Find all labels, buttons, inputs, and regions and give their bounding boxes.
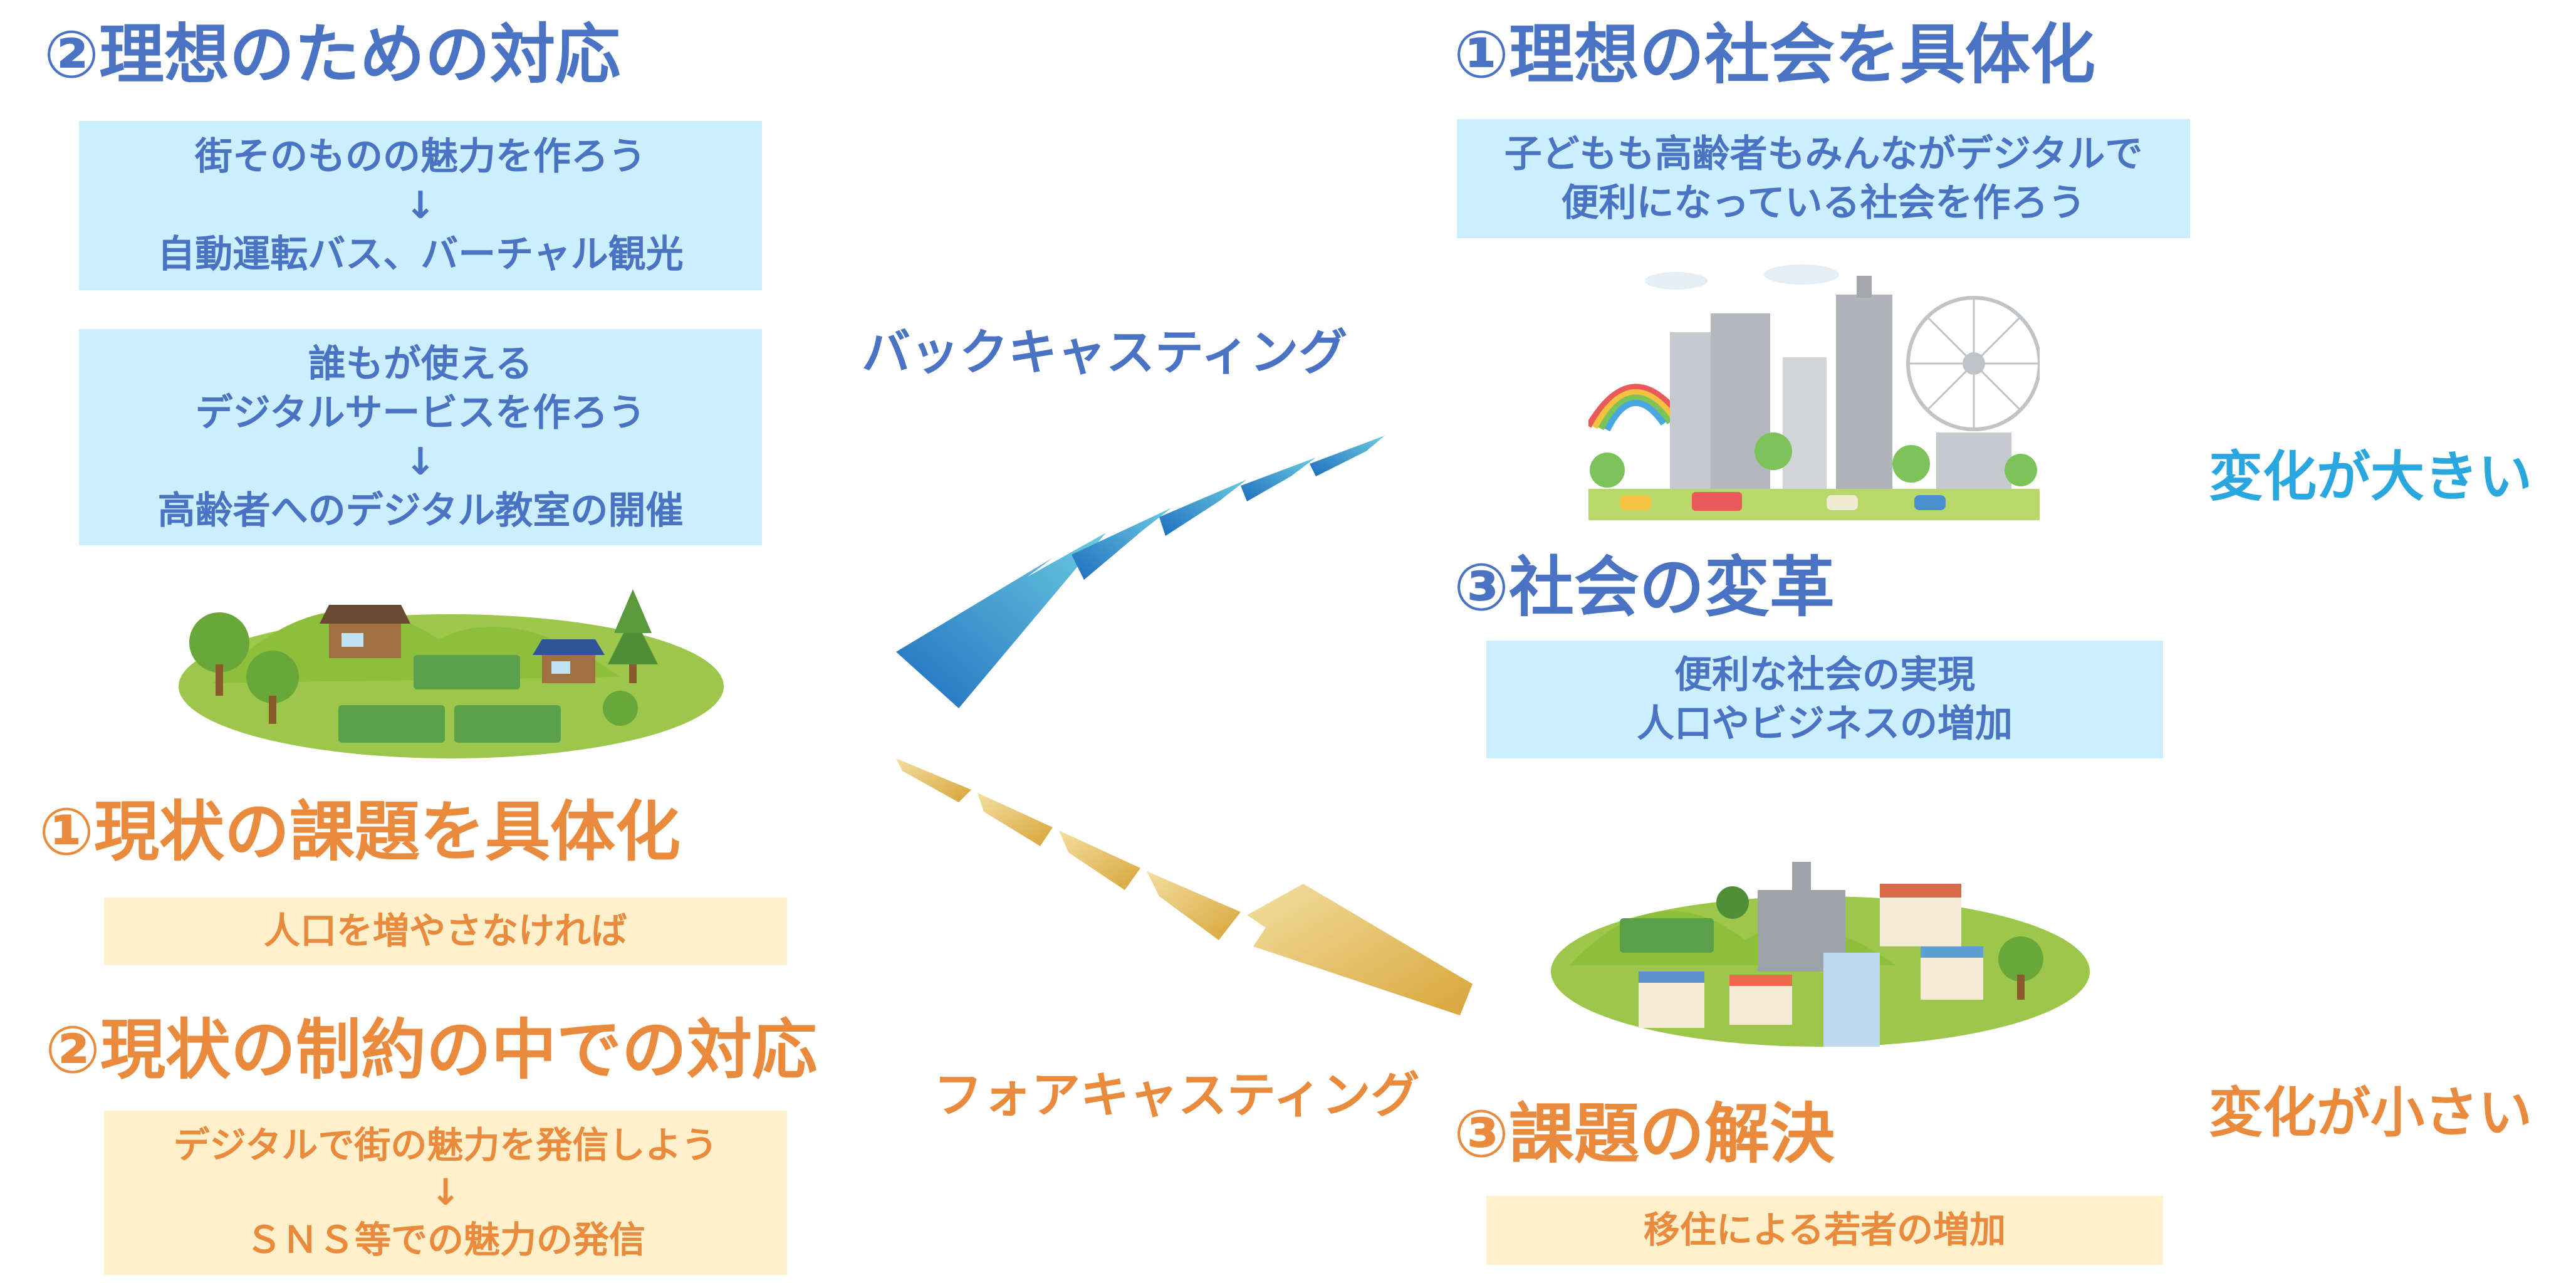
heading-ideal-response: ②理想のための対応 bbox=[44, 16, 621, 93]
box-social-change: 便利な社会の実現 人口やビジネスの増加 bbox=[1486, 641, 2163, 758]
box-text: 便利になっている社会を作ろう bbox=[1561, 181, 2086, 225]
box-text: 人口を増やさなければ bbox=[263, 909, 627, 953]
box-text: 街そのものの魅力を作ろう bbox=[195, 135, 646, 179]
heading-problem-solved: ③課題の解決 bbox=[1454, 1096, 1835, 1172]
box-text: 自動運転バス、バーチャル観光 bbox=[157, 233, 684, 276]
backcasting-label: バックキャスティング bbox=[862, 325, 1348, 381]
heading-ideal-society: ①理想の社会を具体化 bbox=[1454, 16, 2096, 93]
box-problem-solved: 移住による若者の増加 bbox=[1486, 1196, 2163, 1265]
box-text: 高齢者へのデジタル教室の開催 bbox=[157, 488, 684, 533]
box-ideal-response-2: 誰もが使える デジタルサービスを作ろう ↓ 高齢者へのデジタル教室の開催 bbox=[79, 329, 762, 545]
village-illustration bbox=[179, 589, 724, 758]
town-illustration bbox=[1551, 862, 2090, 1047]
forecasting-label: フォアキャスティング bbox=[934, 1067, 1420, 1124]
box-text: 子どもも高齢者もみんながデジタルで bbox=[1504, 132, 2143, 176]
box-text: 誰もが使える bbox=[308, 342, 533, 386]
heading-current-response: ②現状の制約の中での対応 bbox=[45, 1012, 818, 1088]
box-current-response: デジタルで街の魅力を発信しよう ↓ ＳＮＳ等での魅力の発信 bbox=[104, 1111, 787, 1275]
down-arrow-icon: ↓ bbox=[404, 184, 437, 228]
label-small-change: 変化が小さい bbox=[2209, 1082, 2532, 1144]
city-illustration bbox=[1588, 264, 2040, 520]
box-text: デジタルサービスを作ろう bbox=[195, 390, 646, 435]
box-ideal-response-1: 街そのものの魅力を作ろう ↓ 自動運転バス、バーチャル観光 bbox=[79, 121, 762, 290]
box-text: 移住による若者の増加 bbox=[1643, 1208, 2006, 1252]
box-text: 便利な社会の実現 bbox=[1674, 653, 1975, 697]
box-current-issue: 人口を増やさなければ bbox=[104, 898, 787, 965]
down-arrow-icon: ↓ bbox=[404, 439, 437, 484]
heading-current-issue: ①現状の課題を具体化 bbox=[39, 793, 681, 870]
backcasting-arrow bbox=[896, 436, 1385, 708]
label-big-change: 変化が大きい bbox=[2209, 446, 2532, 508]
heading-social-change: ③社会の変革 bbox=[1454, 549, 1835, 626]
box-ideal-society: 子どもも高齢者もみんながデジタルで 便利になっている社会を作ろう bbox=[1457, 119, 2190, 238]
box-text: デジタルで街の魅力を発信しよう bbox=[173, 1123, 718, 1166]
box-text: 人口やビジネスの増加 bbox=[1637, 702, 2013, 746]
down-arrow-icon: ↓ bbox=[430, 1171, 461, 1214]
forecasting-arrow bbox=[896, 758, 1473, 1015]
box-text: ＳＮＳ等での魅力の発信 bbox=[245, 1218, 645, 1261]
